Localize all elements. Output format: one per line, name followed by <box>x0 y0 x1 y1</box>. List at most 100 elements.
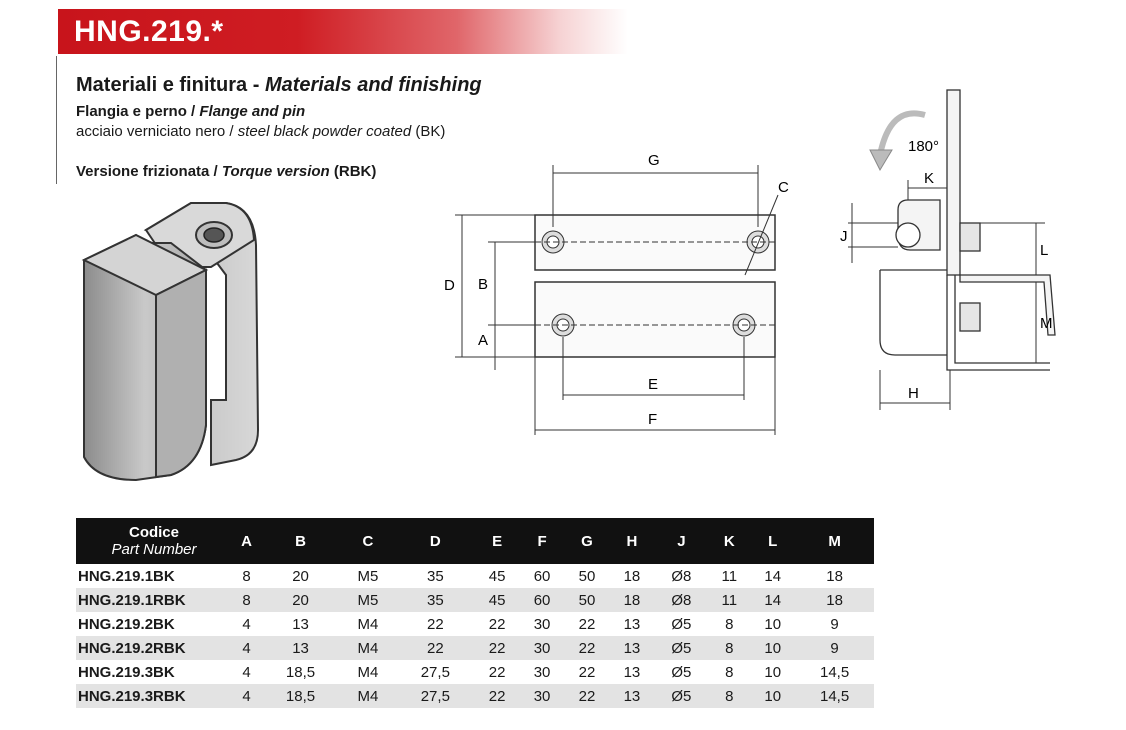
value-cell: 50 <box>578 567 596 585</box>
rotation-arrow-icon <box>877 110 926 156</box>
col-header: A <box>232 518 262 564</box>
value-cell: 10 <box>764 615 782 633</box>
finish-text: acciaio verniciato nero / steel black po… <box>76 123 446 140</box>
value-cell: Ø5 <box>654 684 709 708</box>
dim-label-f: F <box>648 411 657 428</box>
value-cell: 8 <box>708 684 751 708</box>
version-heading: Versione frizionata / Torque version (RB… <box>76 163 377 180</box>
divider-line <box>56 56 57 184</box>
dim-label-a: A <box>478 332 488 349</box>
value-cell: 30 <box>519 684 565 708</box>
value-cell: 30 <box>533 615 551 633</box>
value-cell: 11 <box>708 588 751 612</box>
value-cell: 11 <box>721 567 738 585</box>
side-view-drawing: 180° K J L M H <box>840 89 1056 410</box>
value-cell: 60 <box>533 567 551 585</box>
value-cell: 4 <box>242 663 251 681</box>
value-cell: 50 <box>564 588 610 612</box>
part-number-cell: HNG.219.1BK <box>78 567 175 585</box>
value-cell: 18 <box>609 588 655 612</box>
value-cell: 8 <box>708 636 751 660</box>
value-cell: M5 <box>339 588 396 612</box>
value-cell: 22 <box>474 684 520 708</box>
value-cell: 45 <box>474 588 520 612</box>
table-header-row: Codice Part Number A B C D E F G H J K L… <box>76 518 874 564</box>
value-cell: 18 <box>826 567 843 585</box>
value-cell: 22 <box>488 663 506 681</box>
part-number-cell: HNG.219.3RBK <box>76 684 232 708</box>
value-cell: 13 <box>609 684 655 708</box>
rotation-angle-label: 180° <box>908 138 939 155</box>
value-cell: M5 <box>357 567 379 585</box>
value-cell: 13 <box>609 636 655 660</box>
value-cell: M4 <box>339 684 396 708</box>
code-header: Codice Part Number <box>76 518 232 564</box>
col-header: D <box>396 518 475 564</box>
value-cell: 13 <box>623 615 641 633</box>
flange-heading: Flangia e perno / Flange and pin <box>76 103 306 120</box>
value-cell: Ø8 <box>671 567 692 585</box>
materials-heading: Materiali e finitura - Materials and fin… <box>76 74 482 96</box>
value-cell: 9 <box>795 636 874 660</box>
value-cell: 18,5 <box>285 663 316 681</box>
dim-label-j: J <box>840 228 848 245</box>
value-cell: 35 <box>426 567 444 585</box>
value-cell: 13 <box>261 636 340 660</box>
dim-label-b: B <box>478 276 488 293</box>
value-cell: 22 <box>578 615 596 633</box>
value-cell: 30 <box>519 636 565 660</box>
value-cell: 30 <box>533 663 551 681</box>
value-cell: M4 <box>339 636 396 660</box>
value-cell: 8 <box>242 567 251 585</box>
value-cell: 4 <box>232 636 262 660</box>
front-view-drawing: G C D B A E F <box>444 152 789 435</box>
part-number-cell: HNG.219.2BK <box>78 615 175 633</box>
dimensions-table: Codice Part Number A B C D E F G H J K L… <box>76 518 874 708</box>
value-cell: 10 <box>764 663 782 681</box>
value-cell: 22 <box>564 636 610 660</box>
dim-label-c: C <box>778 179 789 196</box>
value-cell: 13 <box>292 615 309 633</box>
col-header: M <box>795 518 874 564</box>
dim-label-g: G <box>648 152 660 169</box>
value-cell: 9 <box>830 615 839 633</box>
part-number-cell: HNG.219.1RBK <box>76 588 232 612</box>
part-number-cell: HNG.219.2RBK <box>76 636 232 660</box>
col-header: J <box>654 518 709 564</box>
value-cell: 14 <box>750 588 796 612</box>
part-number-cell: HNG.219.3BK <box>78 663 175 681</box>
col-header: G <box>564 518 610 564</box>
value-cell: 8 <box>725 615 734 633</box>
value-cell: 14,5 <box>820 663 850 681</box>
col-header: K <box>708 518 751 564</box>
col-header: F <box>519 518 565 564</box>
value-cell: 18 <box>623 567 641 585</box>
dim-label-k: K <box>924 170 934 187</box>
value-cell: 20 <box>292 567 309 585</box>
value-cell: 20 <box>261 588 340 612</box>
col-header: B <box>261 518 340 564</box>
value-cell: 27,5 <box>420 663 450 681</box>
value-cell: 45 <box>488 567 506 585</box>
value-cell: 18,5 <box>261 684 340 708</box>
value-cell: 22 <box>396 636 475 660</box>
value-cell: Ø5 <box>654 636 709 660</box>
value-cell: M4 <box>357 615 379 633</box>
value-cell: 4 <box>232 684 262 708</box>
hinge-3d-illustration <box>81 202 260 482</box>
value-cell: 8 <box>725 663 734 681</box>
col-header: E <box>474 518 520 564</box>
value-cell: 10 <box>750 684 796 708</box>
title-banner: HNG.219.* <box>58 9 628 54</box>
product-title: HNG.219.* <box>74 15 224 48</box>
value-cell: 10 <box>750 636 796 660</box>
value-cell: 8 <box>232 588 262 612</box>
value-cell: 22 <box>474 636 520 660</box>
col-header: L <box>750 518 796 564</box>
